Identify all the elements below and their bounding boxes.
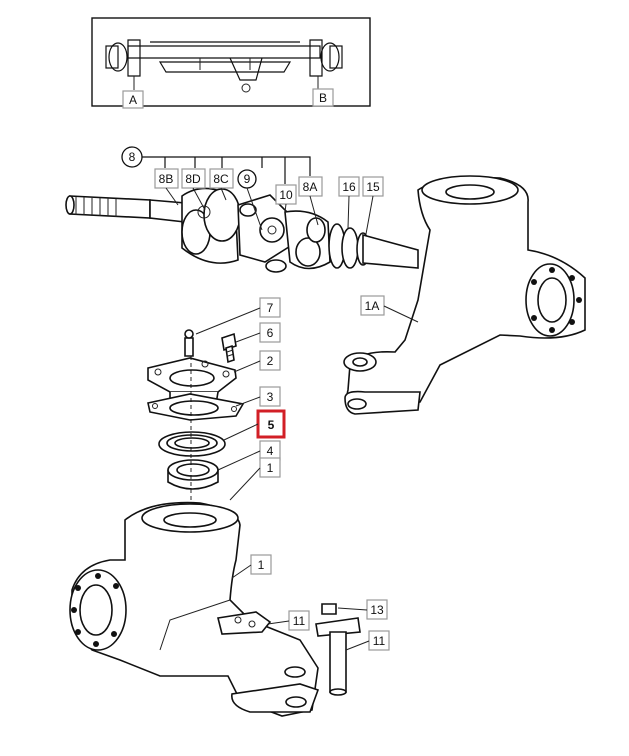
lower-clamp-plate bbox=[217, 611, 272, 635]
callout-15: 15 bbox=[362, 176, 384, 197]
callout-2-text: 2 bbox=[267, 354, 274, 368]
callout-9-text: 9 bbox=[244, 172, 251, 186]
callout-6: 6 bbox=[259, 322, 281, 343]
callout-8-text: 8 bbox=[129, 150, 136, 164]
callout-8C: 8C bbox=[209, 168, 234, 189]
callout-13-text: 13 bbox=[370, 603, 384, 617]
callout-15-text: 15 bbox=[366, 180, 380, 194]
callout-1-lower: 1 bbox=[250, 554, 272, 575]
callout-11-a-text: 11 bbox=[293, 614, 306, 628]
grease-nipple bbox=[184, 329, 194, 357]
callout-1-upper: 1 bbox=[259, 457, 281, 478]
callout-8B-text: 8B bbox=[159, 172, 174, 186]
callout-8A-text: 8A bbox=[303, 180, 318, 194]
callout-13: 13 bbox=[366, 599, 388, 620]
callout-3-text: 3 bbox=[267, 390, 274, 404]
callout-11-a: 11 bbox=[288, 610, 310, 631]
callout-8: 8 bbox=[121, 146, 143, 168]
callout-10-text: 10 bbox=[279, 188, 293, 202]
callout-5-highlighted: 5 bbox=[256, 409, 286, 439]
callout-11-b-text: 11 bbox=[373, 634, 386, 648]
callout-4-text: 4 bbox=[267, 444, 274, 458]
callout-1A: 1A bbox=[360, 295, 385, 316]
upper-knuckle-housing bbox=[343, 175, 586, 415]
callout-1-lower-leader bbox=[231, 564, 252, 579]
lower-leaders bbox=[267, 607, 370, 651]
callout-1A-leader bbox=[383, 305, 419, 323]
callout-9: 9 bbox=[237, 169, 257, 189]
callout-6-text: 6 bbox=[267, 326, 274, 340]
callout-8D: 8D bbox=[181, 168, 206, 189]
callout-1A-text: 1A bbox=[365, 299, 380, 313]
lower-knuckle-housing bbox=[69, 501, 320, 717]
callout-1-lower-text: 1 bbox=[258, 558, 265, 572]
callout-7: 7 bbox=[259, 297, 281, 318]
callout-10: 10 bbox=[275, 184, 297, 205]
shim-gasket bbox=[147, 393, 245, 421]
callout-8A: 8A bbox=[298, 176, 323, 197]
callout-A-text: A bbox=[129, 93, 137, 107]
king-pin bbox=[315, 603, 361, 696]
bolt bbox=[221, 332, 237, 364]
callout-A: A bbox=[122, 90, 144, 109]
drive-shaft-assembly bbox=[65, 187, 419, 273]
callout-8D-text: 8D bbox=[185, 172, 201, 186]
callout-3: 3 bbox=[259, 386, 281, 407]
callout-8-leader bbox=[142, 156, 311, 184]
callout-1-upper-text: 1 bbox=[267, 461, 274, 475]
callout-4: 4 bbox=[259, 440, 281, 461]
stack-leaders bbox=[195, 307, 261, 501]
callout-11-b: 11 bbox=[368, 630, 390, 651]
callout-16-text: 16 bbox=[342, 180, 356, 194]
callout-B-text: B bbox=[319, 91, 327, 105]
callout-8C-text: 8C bbox=[213, 172, 229, 186]
callout-2: 2 bbox=[259, 350, 281, 371]
callout-8B: 8B bbox=[154, 168, 179, 189]
bearing-cup bbox=[167, 459, 219, 490]
callout-B: B bbox=[312, 88, 334, 107]
oil-seal bbox=[158, 431, 226, 457]
drive-shaft-leaders bbox=[165, 187, 374, 235]
callout-16: 16 bbox=[338, 176, 360, 197]
callout-5-text: 5 bbox=[268, 418, 275, 432]
callout-7-text: 7 bbox=[267, 301, 274, 315]
